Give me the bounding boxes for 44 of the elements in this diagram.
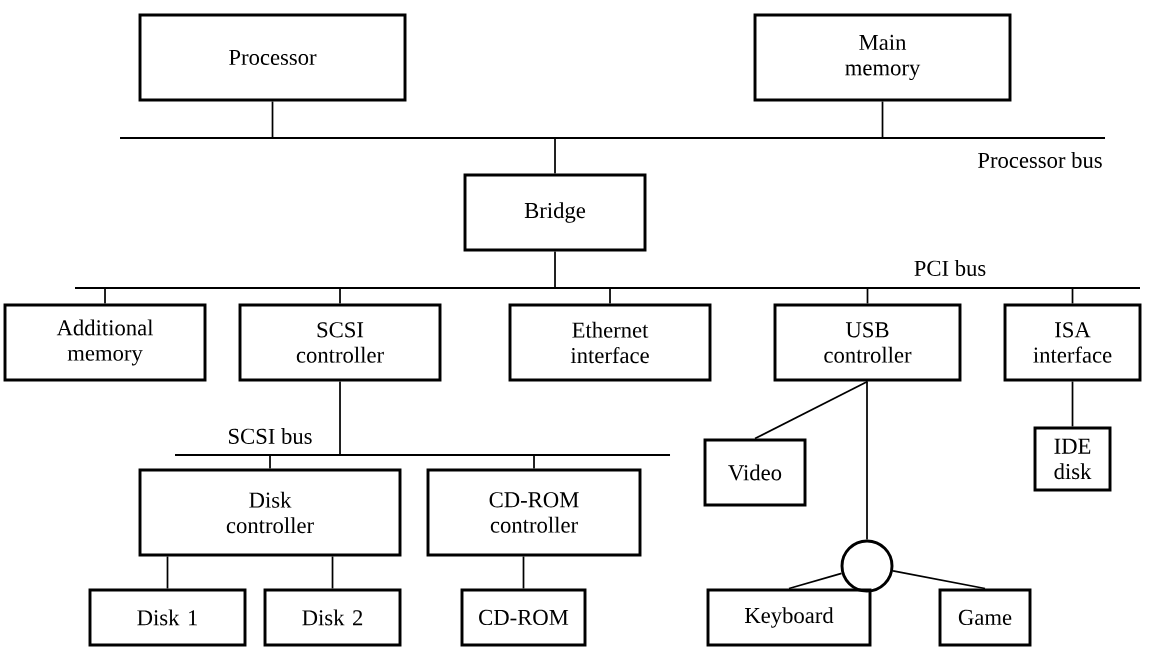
connector-line [1071,380,1074,428]
process-box: Disk controller [138,468,402,557]
connector-line [104,287,106,305]
hub-circle [840,539,894,593]
connector-line [788,572,843,590]
process-box: Bridge [463,173,647,252]
bus-label: SCSI bus [229,428,312,444]
connector-line [554,137,556,175]
connector-line [339,380,341,456]
bus-line [75,286,1140,290]
process-box: Ethernet interface [508,303,712,382]
process-box: CD-ROM controller [426,468,642,557]
connector-line [866,287,869,305]
process-box: USB controller [773,303,962,382]
process-box: IDE disk [1033,426,1112,492]
process-box: SCSI controller [238,303,442,382]
connector-line [339,287,341,305]
bus-line [175,453,670,457]
connector-line [881,100,884,139]
connector-line [609,287,611,305]
connector-line [892,570,986,590]
process-box: CD-ROM [460,588,587,647]
connector-line [866,380,868,541]
process-box: Disk 2 [263,588,402,647]
connector-line [754,380,869,440]
process-box: Video [703,438,807,507]
connector-line [166,555,169,590]
connector-line [331,555,334,590]
connector-line [554,250,556,289]
connector-line [269,454,271,470]
process-box: Disk 1 [88,588,247,647]
process-box: Game [938,588,1032,647]
process-box: Main memory [753,13,1012,102]
connector-line [271,100,274,139]
bus-label: PCI bus [914,260,986,276]
process-box: Additional memory [3,303,207,382]
bus-label: Processor bus [978,152,1102,168]
process-box: Keyboard [706,588,872,647]
bus-line [120,136,1105,140]
process-box: ISA interface [1003,303,1142,382]
connector-line [522,555,525,590]
connector-line [533,454,535,470]
connector-line [1071,287,1074,305]
process-box: Processor [138,13,407,102]
